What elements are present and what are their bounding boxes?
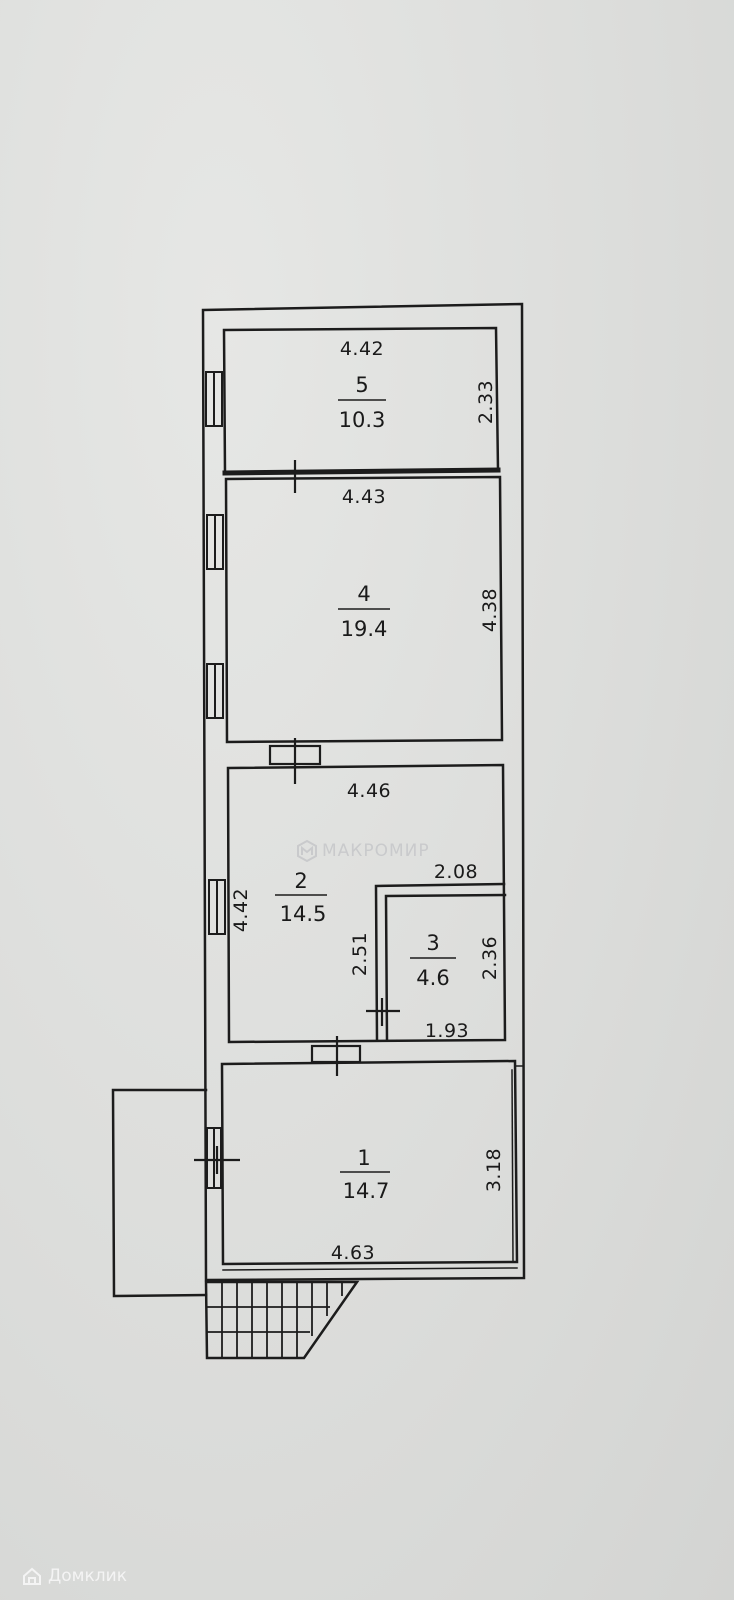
stairs-hatch [206,1282,343,1358]
room-label-2: 2 14.5 [275,869,327,926]
room-number: 1 [357,1146,370,1170]
partition-wall [222,467,501,476]
footer-brand-text: Домклик [48,1566,127,1586]
outer-wall [201,302,526,1282]
room-4-outline [224,475,504,744]
dimension-label: 4.63 [331,1242,375,1264]
room-area: 19.4 [341,617,388,641]
room-area: 14.7 [343,1179,390,1203]
house-icon [23,1567,41,1585]
door-marks [194,460,400,1174]
room-label-3: 3 4.6 [410,931,456,990]
room-number: 2 [294,869,307,893]
room-label-1: 1 14.7 [340,1146,390,1203]
room-2-outline [226,763,507,1044]
room-area: 10.3 [339,408,386,432]
dimension-label: 2.33 [475,380,497,424]
balcony-line [222,1267,518,1271]
dimension-label: 4.42 [340,338,384,360]
dimension-label: 4.43 [342,486,386,508]
dimension-label: 4.46 [347,780,391,802]
dimension-label: 4.38 [479,588,501,632]
room-3-outline [374,882,507,1042]
makromir-logo-icon [297,840,317,862]
room-area: 14.5 [280,902,327,926]
room-number: 5 [355,373,368,397]
dimension-label: 1.93 [425,1020,469,1042]
dimension-label: 2.51 [349,932,371,976]
window-group [205,371,226,1189]
room-number: 3 [426,931,439,955]
footer-brand: Домклик [22,1566,127,1586]
room-1-outline [220,1059,519,1266]
dimension-label: 2.36 [479,936,501,980]
room-number: 4 [357,582,370,606]
watermark-text: МАКРОМИР [322,841,430,861]
annex-outline [111,1088,208,1298]
room-label-5: 5 10.3 [338,373,386,432]
room-label-4: 4 19.4 [338,582,390,641]
watermark: МАКРОМИР [296,840,430,862]
room-area: 4.6 [416,966,449,990]
dimension-label: 4.42 [230,888,252,932]
dimension-label: 2.08 [434,861,478,883]
dimension-label: 3.18 [483,1148,505,1192]
